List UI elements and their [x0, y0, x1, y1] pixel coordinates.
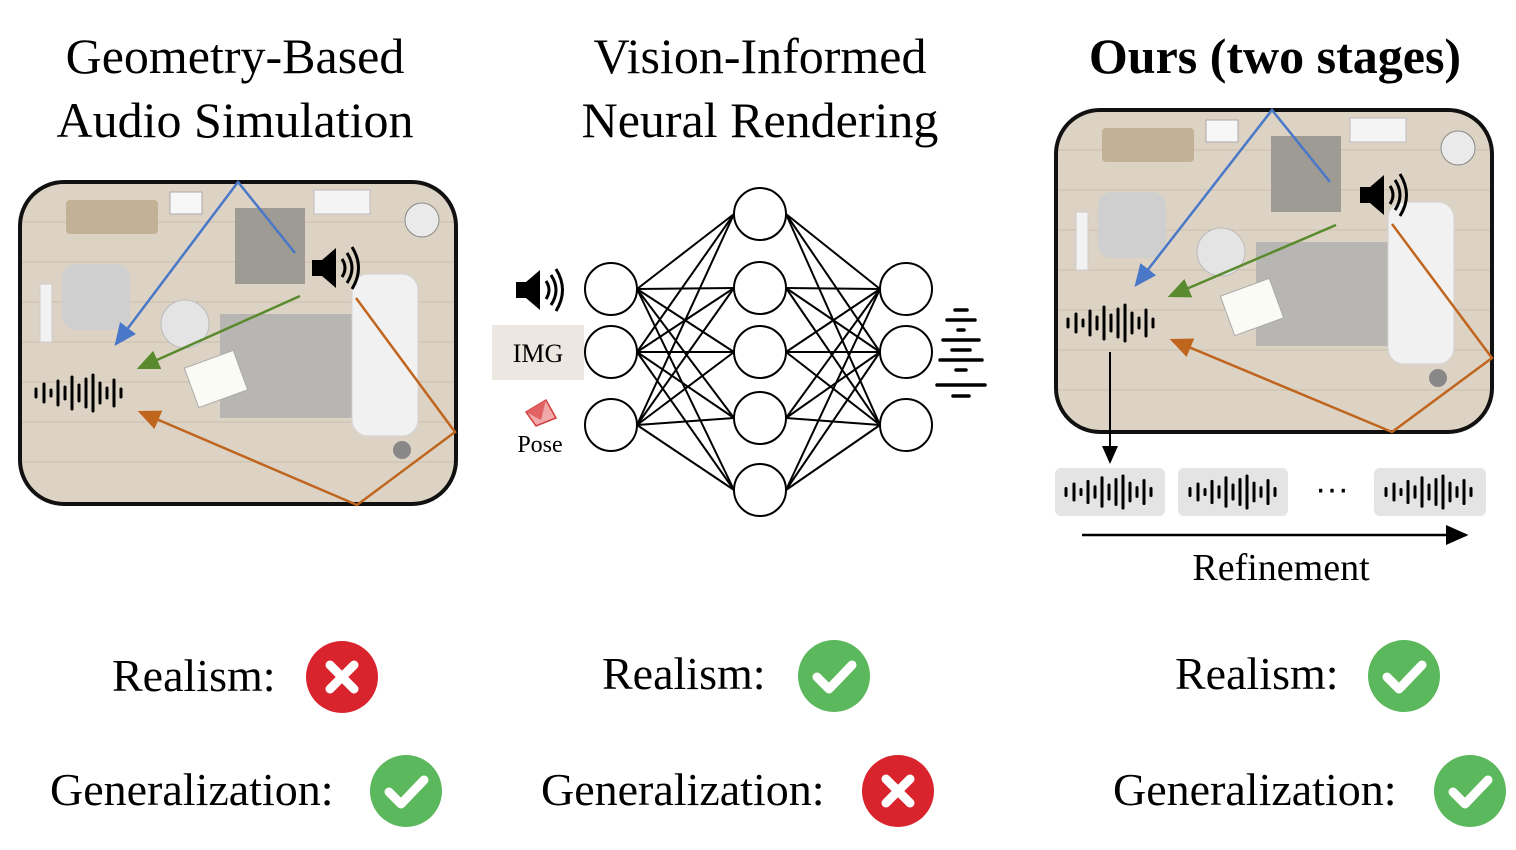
nn-node [733, 325, 787, 379]
nn-edge [785, 288, 881, 419]
right-realism-check-icon [1368, 640, 1440, 712]
nn-node [733, 187, 787, 241]
right-ray-paths [1134, 107, 1494, 434]
nn-edge [785, 287, 881, 426]
nn-edge [785, 213, 881, 290]
title-ours: Ours (two stages) [1088, 28, 1462, 84]
pose-label: Pose [517, 432, 562, 458]
nn-node [879, 262, 933, 316]
ellipsis-text: ··· [1315, 470, 1349, 508]
right-realism-label: Realism: [1175, 648, 1339, 699]
pose-icon [524, 398, 558, 427]
nn-node [584, 398, 638, 452]
left-realism-label: Realism: [112, 650, 276, 701]
left-realism-cross-icon [306, 641, 378, 713]
nn-edge [636, 351, 735, 426]
refined-waveform-2 [1178, 468, 1288, 516]
nn-edge [785, 287, 881, 290]
img-label: IMG [513, 339, 564, 368]
nn-edge [636, 213, 735, 426]
right-generalization-check-icon [1434, 755, 1506, 827]
nn-edge [785, 351, 881, 491]
nn-edge [785, 351, 881, 419]
nn-node [733, 463, 787, 517]
refinement-label: Refinement [1192, 547, 1370, 589]
nn-node [733, 261, 787, 315]
mid-generalization-cross-icon [862, 755, 934, 827]
neural-network [584, 187, 933, 517]
right-generalization-label: Generalization: [1113, 764, 1397, 815]
nn-edge [636, 213, 735, 353]
nn-edge [785, 213, 881, 353]
nn-edge [636, 213, 735, 290]
nn-edge [636, 287, 735, 290]
nn-node [879, 325, 933, 379]
nn-edge [636, 288, 735, 419]
nn-edge [636, 424, 735, 491]
refined-waveform-1 [1055, 468, 1165, 516]
nn-node [879, 398, 933, 452]
nn-edge [785, 288, 881, 491]
nn-edge [636, 351, 735, 419]
left-generalization-label: Generalization: [50, 764, 334, 815]
title-vision-informed: Vision-Informed Neural Rendering [581, 28, 939, 148]
output-waveform-icon [935, 308, 987, 398]
mid-generalization-label: Generalization: [541, 764, 825, 815]
nn-edge [785, 288, 881, 353]
mid-realism-check-icon [798, 640, 870, 712]
nn-node [584, 262, 638, 316]
left-generalization-check-icon [370, 755, 442, 827]
nn-edge [785, 424, 881, 491]
nn-node [584, 325, 638, 379]
nn-edge [636, 417, 735, 426]
title-geometry-based: Geometry-Based Audio Simulation [56, 28, 414, 148]
nn-edge [636, 287, 735, 426]
img-thumbnail: IMG [492, 325, 584, 380]
refined-waveform-n [1374, 468, 1486, 516]
nn-node [733, 391, 787, 445]
mid-realism-label: Realism: [602, 648, 766, 699]
mid-speaker-icon [514, 267, 564, 313]
left-ray-paths [114, 179, 457, 507]
